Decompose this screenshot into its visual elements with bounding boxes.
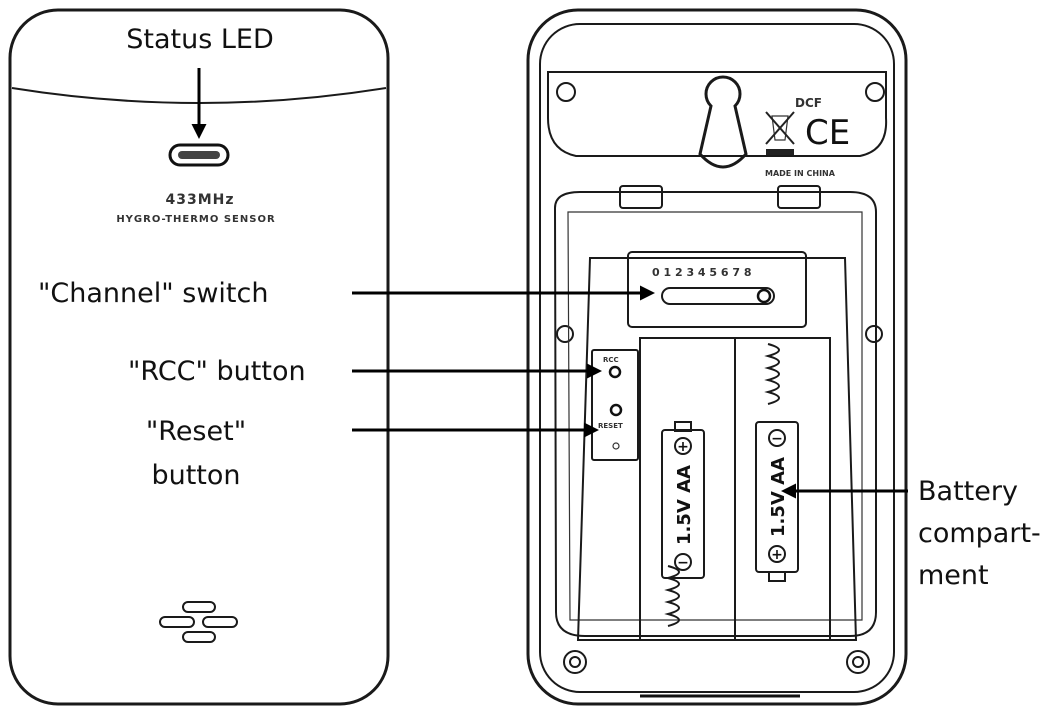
- battery-label-line2: compart-: [918, 518, 1041, 549]
- front-device: 433MHz HYGRO-THERMO SENSOR: [8, 8, 390, 706]
- weee-bin-icon: [765, 111, 795, 155]
- channel-switch-knob[interactable]: [756, 288, 772, 304]
- battery-bay-right: [734, 337, 831, 641]
- front-device-body: [8, 8, 390, 706]
- battery-1-minus-icon: [674, 553, 692, 571]
- back-device-inner-rim: [539, 23, 895, 693]
- battery-1-label: 1.5V AA: [674, 465, 695, 545]
- svg-text:−: −: [677, 555, 689, 571]
- rcc-label: RCC: [603, 356, 619, 364]
- spring-bottom-left-icon: [664, 565, 680, 627]
- screw-bottom-right-icon: [846, 650, 870, 674]
- status-led: [168, 143, 230, 167]
- status-led-label: Status LED: [126, 24, 274, 55]
- battery-2-minus-icon: [768, 429, 786, 447]
- battery-housing-inner: [567, 211, 863, 621]
- screw-hole-mid-right: [865, 325, 883, 343]
- screw-bottom-left-icon: [563, 650, 587, 674]
- screw-hole-top-right: [865, 82, 885, 102]
- channel-switch-label: "Channel" switch: [38, 278, 268, 309]
- reset-button-label-line2: button: [151, 460, 240, 491]
- reset-button[interactable]: [612, 442, 620, 450]
- keyhole-hanger-icon: [698, 75, 748, 169]
- compartment-frame: [576, 257, 858, 641]
- svg-text:+: +: [771, 547, 783, 563]
- channel-switch-slot[interactable]: [661, 287, 775, 305]
- dcf-label: DCF: [795, 96, 822, 110]
- svg-text:+: +: [677, 439, 689, 455]
- channel-scale-labels: 0 1 2 3 4 5 6 7 8: [652, 266, 752, 279]
- spring-top-right-icon: [764, 343, 780, 405]
- battery-label-line1: Battery: [918, 476, 1018, 507]
- battery-2: − 1.5V AA +: [755, 421, 799, 582]
- svg-text:−: −: [771, 431, 783, 447]
- front-model-label: HYGRO-THERMO SENSOR: [116, 214, 275, 225]
- battery-1: + 1.5V AA −: [661, 421, 705, 579]
- front-frequency-label: 433MHz: [165, 192, 234, 208]
- battery-2-plus-icon: [768, 545, 786, 563]
- housing-clips: [619, 185, 821, 209]
- reset-button-hole[interactable]: [609, 403, 623, 417]
- back-device-body: [526, 8, 908, 706]
- ce-mark: CE: [805, 113, 850, 153]
- battery-2-label: 1.5V AA: [768, 457, 789, 537]
- reset-button-label-line1: "Reset": [146, 416, 246, 447]
- button-panel: [591, 349, 639, 461]
- back-top-panel: [547, 71, 888, 157]
- screw-hole-mid-left: [556, 325, 574, 343]
- channel-switch-plate: [627, 251, 807, 328]
- battery-1-plus-icon: [674, 437, 692, 455]
- rcc-button-label: "RCC" button: [128, 356, 306, 387]
- rcc-button[interactable]: [608, 365, 622, 379]
- reset-label: RESET: [598, 422, 623, 430]
- back-device: DCF CE MADE IN CHINA 0 1 2 3 4 5 6 7 8 R…: [526, 8, 908, 706]
- status-led-inner: [178, 151, 220, 159]
- made-in-label: MADE IN CHINA: [765, 169, 836, 178]
- vent-slots-icon: [159, 601, 238, 643]
- battery-housing: [553, 191, 877, 637]
- screw-hole-top-left: [556, 82, 576, 102]
- battery-label-line3: ment: [918, 560, 989, 591]
